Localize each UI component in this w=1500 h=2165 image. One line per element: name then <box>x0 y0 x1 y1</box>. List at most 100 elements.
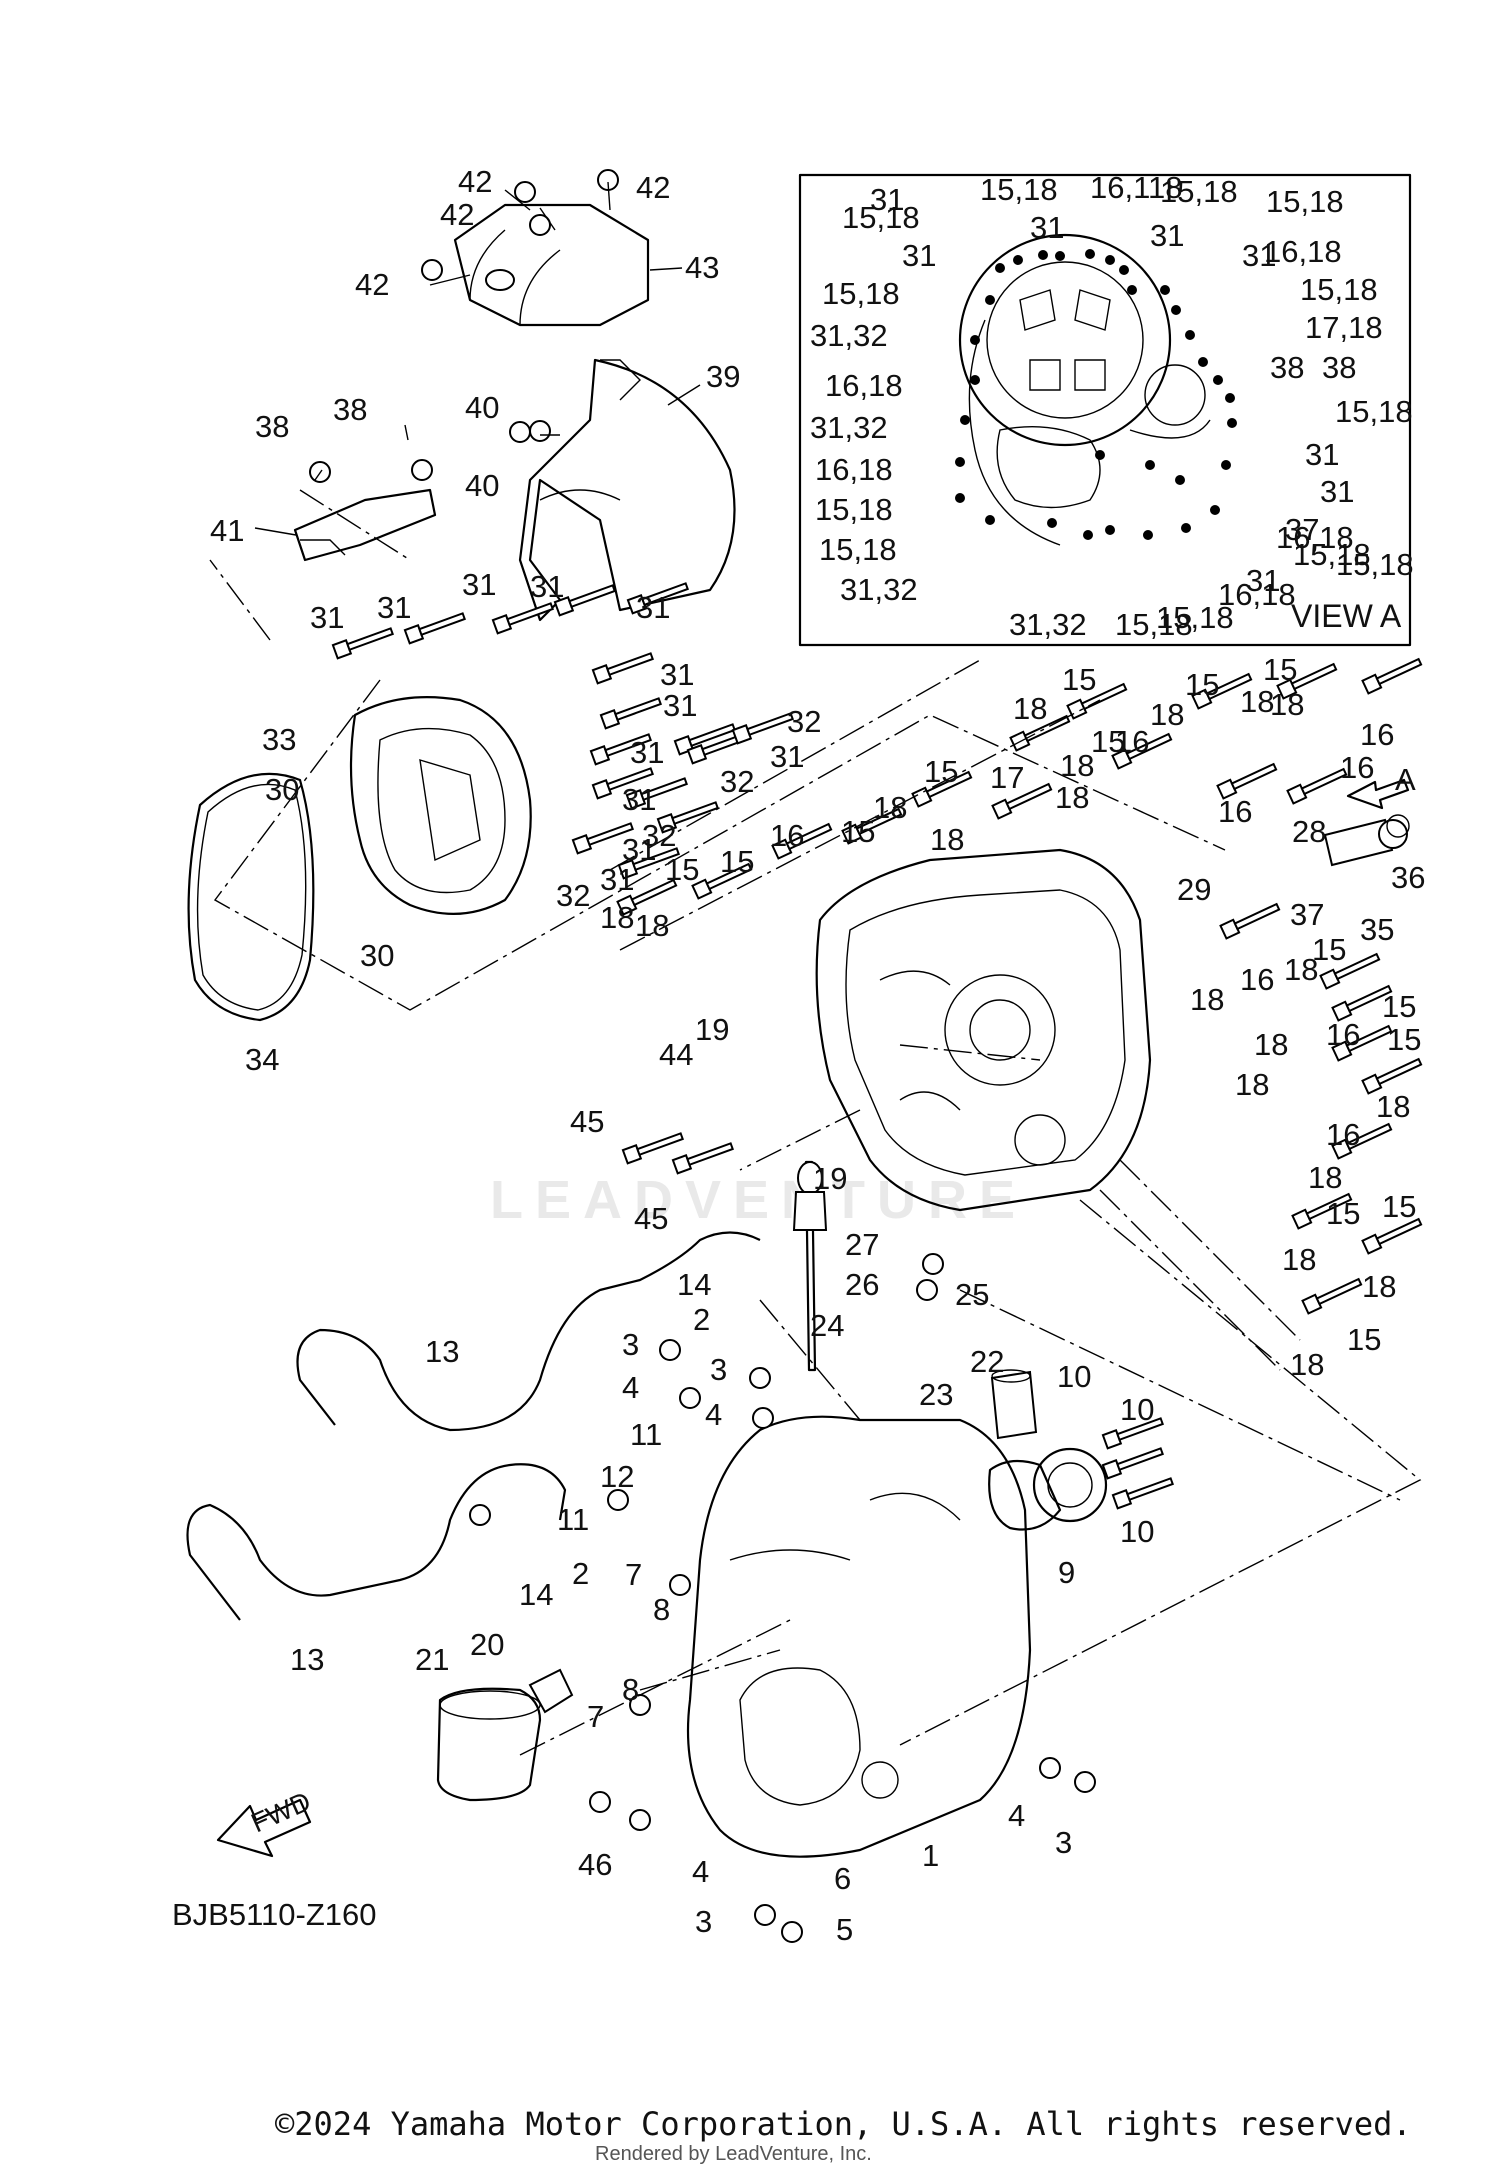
callout-label: 35 <box>1360 912 1394 947</box>
bolt-hole-dot <box>1227 418 1237 428</box>
callout-label: 3 <box>1055 1825 1072 1860</box>
view-a-frame <box>798 173 1412 647</box>
bolt <box>591 767 654 800</box>
callout-label: 18 <box>1235 1067 1269 1102</box>
bolt-hole-dot <box>1055 251 1065 261</box>
bolt-hole-dot <box>1095 450 1105 460</box>
connector-lines <box>209 181 1422 1756</box>
callout-label: 15,18 <box>980 172 1058 207</box>
callout-label: 18 <box>1190 982 1224 1017</box>
clutch-cover-33 <box>349 696 532 915</box>
callout-label: 24 <box>810 1308 844 1343</box>
bolt-hole-dot <box>1083 530 1093 540</box>
callout-label: 30 <box>360 938 394 973</box>
crankcase-right <box>815 848 1152 1212</box>
bolt-hole-dot <box>955 457 965 467</box>
bolt-hole-dot <box>1221 460 1231 470</box>
bolt-hole-dot <box>985 295 995 305</box>
bolt-hole-dot <box>995 263 1005 273</box>
callout-label: 45 <box>634 1201 668 1236</box>
bolt <box>1219 902 1281 940</box>
bolt <box>911 770 973 808</box>
plug <box>922 1253 944 1275</box>
callout-label: 17,18 <box>1305 310 1383 345</box>
callout-label: 15 <box>1387 1022 1421 1057</box>
callout-label: 31 <box>600 862 634 897</box>
callout-label: 39 <box>706 359 740 394</box>
callout-label: 16 <box>1326 1017 1360 1052</box>
callout-label: 42 <box>440 197 474 232</box>
callout-label: 31 <box>636 590 670 625</box>
bolt <box>617 847 680 880</box>
bolt-hole-dot <box>1213 375 1223 385</box>
bolt <box>671 1142 734 1175</box>
bolt <box>571 822 634 855</box>
bolt <box>1066 682 1128 720</box>
callout-label: 5 <box>836 1912 853 1947</box>
callout-label: 38 <box>1322 350 1356 385</box>
callout-label: 31 <box>663 688 697 723</box>
callout-label: 18 <box>1362 1269 1396 1304</box>
callout-label: 36 <box>1391 860 1425 895</box>
callout-label: 31,32 <box>810 410 888 445</box>
callout-label: 15,18 <box>1160 174 1238 209</box>
callout-label: 15,18 <box>1266 184 1344 219</box>
bolt <box>1276 662 1338 700</box>
fwd-label: FWD <box>247 1786 315 1838</box>
bolt <box>1301 1277 1363 1315</box>
callout-label: 45 <box>570 1104 604 1139</box>
callout-label: 31 <box>310 600 344 635</box>
view-a-bolt-holes <box>955 249 1237 540</box>
bolt <box>589 733 652 766</box>
callout-label: 18 <box>635 908 669 943</box>
bolt-hole-dot <box>1127 285 1137 295</box>
callout-label: 32 <box>787 704 821 739</box>
plug <box>589 1791 611 1813</box>
callout-label: 30 <box>265 772 299 807</box>
callout-label: 31 <box>1242 238 1276 273</box>
callout-label: 40 <box>465 390 499 425</box>
callout-label: 16 <box>1240 962 1274 997</box>
callout-label: 19 <box>695 1012 729 1047</box>
plug <box>421 259 443 281</box>
callout-label: 33 <box>262 722 296 757</box>
watermark-text: LEADVENTURE <box>490 1170 1027 1230</box>
bolt <box>1291 1192 1353 1230</box>
callout-label: 3 <box>622 1327 639 1362</box>
bolt-hole-dot <box>1119 265 1129 275</box>
callout-label: 4 <box>705 1397 722 1432</box>
callout-label: 16 <box>770 818 804 853</box>
callout-label: 13 <box>290 1642 324 1677</box>
callout-label: 38 <box>1270 350 1304 385</box>
plug <box>509 421 531 443</box>
callout-label: 20 <box>470 1627 504 1662</box>
bolt <box>599 697 662 730</box>
bolt <box>691 862 753 900</box>
callout-label: 31 <box>1150 218 1184 253</box>
callout-label: 18 <box>1055 780 1089 815</box>
bolt-hole-dot <box>1181 523 1191 533</box>
callout-label: 23 <box>919 1377 953 1412</box>
callout-label: 18 <box>1254 1027 1288 1062</box>
bolt <box>1361 1057 1423 1095</box>
callout-label: 2 <box>693 1302 710 1337</box>
callout-label: 31 <box>770 739 804 774</box>
callout-label: 2 <box>572 1556 589 1591</box>
callout-label: 15,18 <box>815 492 893 527</box>
bolt-hole-dot <box>955 493 965 503</box>
bolt <box>1111 1477 1174 1510</box>
bolt-hole-dot <box>1143 530 1153 540</box>
callout-label: 16,18 <box>1218 577 1296 612</box>
callout-label: 41 <box>210 513 244 548</box>
callout-label: 16,118 <box>1090 170 1183 205</box>
bolt <box>626 582 689 615</box>
callout-label: 15 <box>1382 1189 1416 1224</box>
bolt <box>1111 732 1173 770</box>
callout-label: 42 <box>458 164 492 199</box>
callout-label: 15 <box>1326 1196 1360 1231</box>
callout-label: 18 <box>1240 684 1274 719</box>
plug <box>1074 1771 1096 1793</box>
callout-label: 15,18 <box>819 532 897 567</box>
